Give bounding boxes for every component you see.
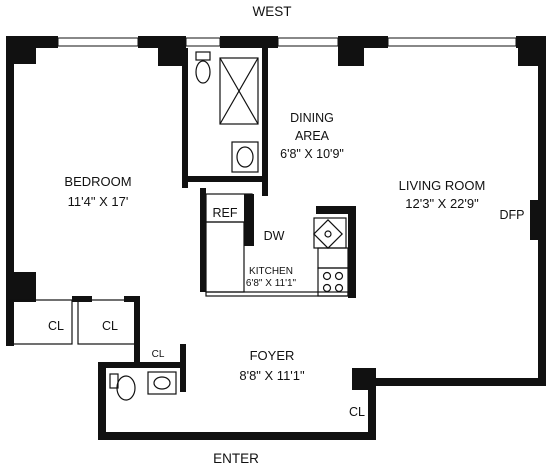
dining-name-line2: AREA	[295, 129, 330, 143]
wall-ref	[244, 194, 254, 246]
wall-kitchen-right-top	[316, 206, 356, 214]
foyer-bath-sink-icon	[147, 371, 177, 395]
closet-label-1: CL	[48, 319, 64, 333]
wall-bottom-right	[352, 378, 546, 386]
bath-sink-icon	[231, 141, 259, 173]
window-living	[387, 37, 517, 47]
kitchen-floor-line	[205, 291, 349, 297]
wall-kitchen-left	[200, 188, 206, 292]
wall-kitchen-top	[188, 176, 268, 182]
dw-label: DW	[264, 229, 285, 243]
dining-name-line1: DINING	[290, 111, 334, 125]
wall-bottom	[98, 432, 376, 440]
dining-size: 6'8" X 10'9"	[280, 147, 344, 161]
window-bath	[185, 37, 221, 47]
wall-bath2-left	[98, 362, 106, 440]
pier-top-right	[338, 36, 364, 66]
exterior-walls	[6, 36, 546, 440]
pier-top-mid	[158, 36, 184, 66]
kitchen-name: KITCHEN	[249, 266, 293, 277]
wall-bedroom-right	[182, 48, 188, 188]
toilet-icon	[195, 51, 211, 84]
window-bedroom	[57, 37, 139, 47]
dfp-label: DFP	[500, 208, 525, 222]
closet-label-3: CL	[152, 349, 165, 360]
closet-left	[9, 299, 73, 345]
compass-top-label: WEST	[253, 4, 292, 19]
wall-bath2-right	[180, 344, 186, 392]
wall-closet-stem	[134, 296, 140, 364]
shower-stall	[219, 57, 259, 125]
wall-kitchen-right	[348, 206, 356, 298]
foyer-size: 8'8" X 11'1"	[239, 368, 305, 383]
compass-bottom-label: ENTER	[213, 451, 259, 466]
window-dining	[277, 37, 339, 47]
wall-left	[6, 36, 14, 346]
kitchen-sink-icon	[313, 219, 343, 249]
toilet-icon-foyer-bath	[109, 373, 136, 401]
ref-label: REF	[213, 206, 238, 220]
fireplace	[530, 200, 546, 240]
closet-head-2	[124, 296, 140, 302]
wall-top-bath	[220, 36, 278, 48]
closet-head	[72, 296, 92, 302]
bedroom-size: 11'4" X 17'	[68, 194, 129, 209]
closet-label-2: CL	[102, 319, 118, 333]
wall-bath2-top	[98, 362, 184, 368]
kitchen-size: 6'8" X 11'1"	[246, 278, 297, 289]
foyer-name: FOYER	[250, 348, 295, 363]
wall-bath-right	[262, 48, 268, 196]
bedroom-name: BEDROOM	[64, 174, 131, 189]
living-size: 12'3" X 22'9"	[405, 196, 479, 211]
closet-label-4: CL	[349, 405, 365, 419]
kitchen-counter	[205, 221, 245, 293]
pier-bottom-left	[6, 272, 36, 302]
living-name: LIVING ROOM	[399, 178, 486, 193]
interior-walls	[182, 48, 356, 298]
wall-closet-right	[368, 378, 376, 440]
